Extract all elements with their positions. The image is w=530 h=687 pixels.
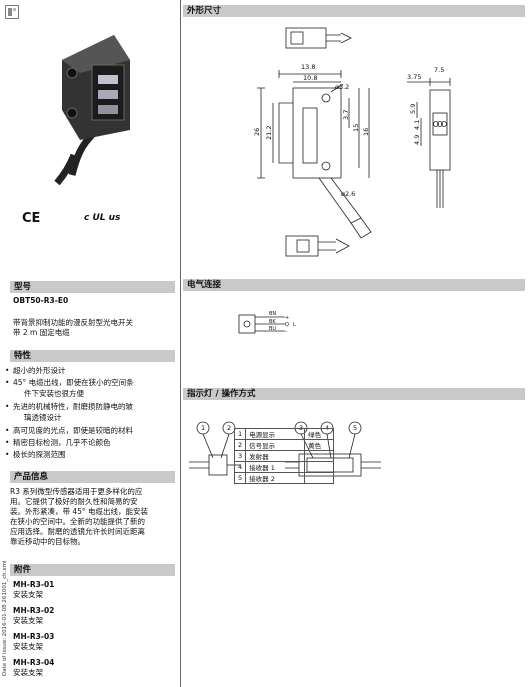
legend-num: 3 — [233, 450, 247, 462]
info-heading: 产品信息 — [10, 471, 175, 483]
feature-item-cont: 件下安装也很方便 — [24, 389, 84, 398]
dim-13-8: 13.8 — [301, 63, 315, 71]
dim-2-6: ø2.6 — [341, 190, 355, 198]
features-heading: 特性 — [10, 350, 175, 362]
ul-mark: c UL us — [84, 213, 121, 223]
product-description: 带背景抑制功能的漫反射型光电开关 — [13, 318, 133, 327]
pdf-icon — [5, 5, 19, 19]
type-heading: 型号 — [10, 281, 175, 293]
model-number: OBT50-R3-E0 — [13, 296, 69, 305]
accessory-code: MH-R3-01 — [13, 580, 55, 589]
dim-4-9: 4.9 — [413, 135, 421, 145]
column-divider — [180, 0, 181, 687]
accessories-heading: 附件 — [10, 564, 175, 576]
wire-bk: BK — [269, 319, 276, 325]
dim-26: 26 — [253, 128, 261, 136]
legend-num: 5 — [233, 472, 247, 484]
dim-15: 15 — [352, 124, 360, 132]
accessory-code: MH-R3-02 — [13, 606, 55, 615]
legend-color — [304, 461, 335, 473]
dim-3-7: 3.7 — [342, 110, 350, 120]
feature-item: 45° 电缆出线，即使在狭小的空间条 — [5, 378, 175, 388]
wire-l: L — [293, 322, 296, 328]
info-line: R3 系列微型传感器适用于更多样化的应 — [10, 487, 143, 496]
legend-color — [304, 450, 335, 462]
dimension-drawing: 13.8 10.8 ø3.2 26 21.2 3.7 15 16 ø2.6 3.… — [253, 27, 451, 257]
info-line: 用。它提供了极好的耐久性和简易的安 — [10, 497, 138, 506]
product-photo — [54, 35, 130, 185]
callout-5: 5 — [353, 424, 357, 432]
legend-color: 绿色 — [304, 428, 335, 440]
dim-3-75: 3.75 — [407, 73, 421, 81]
wire-q: Q — [285, 322, 289, 328]
legend-num: 4 — [233, 461, 247, 473]
dimensions-heading: 外形尺寸 — [183, 5, 525, 17]
electrical-heading: 电气连接 — [183, 279, 525, 291]
wire-bn: BN — [269, 311, 276, 317]
wire-minus: – — [285, 329, 288, 335]
accessory-desc: 安装支架 — [13, 616, 43, 625]
dim-16: 16 — [362, 128, 370, 136]
wiring-diagram: BN BK BU + Q – L — [238, 311, 296, 335]
accessory-desc: 安装支架 — [13, 590, 43, 599]
legend-num: 1 — [233, 428, 247, 440]
legend-name: 电源显示 — [245, 428, 306, 440]
indicator-heading: 指示灯 / 操作方式 — [183, 388, 525, 400]
feature-item: 超小的外形设计 — [5, 366, 175, 376]
dim-5-9: 5.9 — [409, 104, 417, 114]
issue-date-text: Date of issue: 2016-01-08 261001_ch.xml — [2, 560, 8, 676]
info-line: 在狭小的空间中。全新的功能提供了新的 — [10, 517, 145, 526]
ce-mark: CE — [22, 211, 41, 226]
info-line: 应用选择。耐磨的透镜允许长时间近距离 — [10, 527, 145, 536]
feature-item: 高可见度的光点，即使是较暗的材料 — [5, 426, 175, 436]
callout-2: 2 — [227, 424, 231, 432]
dim-21-2: 21.2 — [265, 126, 273, 140]
cable-description: 带 2 m 固定电缆 — [13, 328, 70, 337]
feature-item: 先进的机械特性，耐磨损防静电的玻 — [5, 402, 175, 412]
dim-4-1: 4.1 — [413, 120, 421, 130]
wire-plus: + — [285, 315, 289, 321]
legend-name: 接收器 2 — [245, 472, 306, 484]
legend-name: 接收器 1 — [245, 461, 306, 473]
legend-color: 黄色 — [304, 439, 335, 451]
accessory-desc: 安装支架 — [13, 642, 43, 651]
info-line: 装。外形紧凑，带 45° 电缆出线，能安装 — [10, 507, 149, 516]
legend-name: 信号显示 — [245, 439, 306, 451]
left-column: CE c UL us 型号 OBT50-R3-E0 带背景抑制功能的漫反射型光电… — [0, 0, 180, 687]
dim-7-5: 7.5 — [434, 66, 444, 74]
feature-item-cont: 璃透镜设计 — [24, 413, 62, 422]
legend-num: 2 — [233, 439, 247, 451]
dim-10-8: 10.8 — [303, 74, 317, 82]
feature-item: 精密目标检测，几乎不论颜色 — [5, 438, 175, 448]
accessory-desc: 安装支架 — [13, 668, 43, 677]
feature-item: 极长的探测范围 — [5, 450, 175, 460]
legend-color — [304, 472, 335, 484]
callout-1: 1 — [201, 424, 205, 432]
wire-bu: BU — [269, 326, 276, 332]
legend-name: 发射器 — [245, 450, 306, 462]
accessory-code: MH-R3-04 — [13, 658, 55, 667]
dim-3-2: ø3.2 — [335, 83, 349, 91]
accessory-code: MH-R3-03 — [13, 632, 55, 641]
info-line: 靠近移动中的目标物。 — [10, 537, 85, 546]
